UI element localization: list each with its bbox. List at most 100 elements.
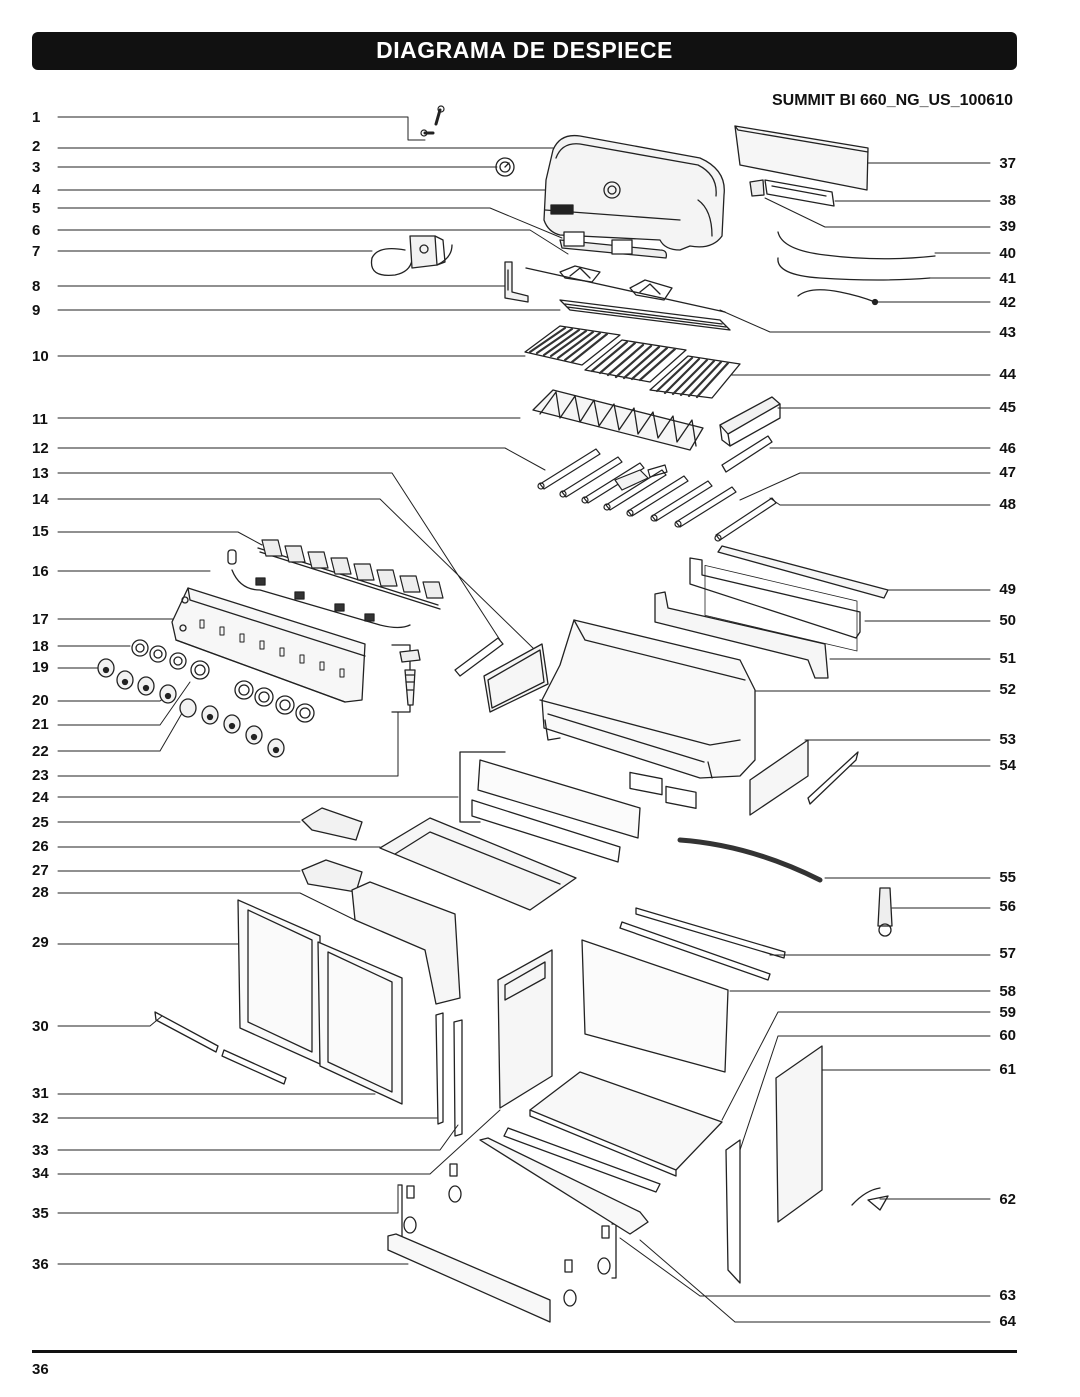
callout-8: 8: [32, 278, 41, 295]
page-title: DIAGRAMA DE DESPIECE: [376, 37, 673, 63]
part-casters: [397, 1163, 617, 1307]
part-front-rails: [619, 907, 786, 981]
callout-34: 34: [32, 1165, 49, 1182]
part-kick-panels: [387, 1127, 661, 1323]
callout-52: 52: [999, 681, 1016, 698]
callout-35: 35: [32, 1205, 49, 1222]
part-thermometer: [495, 157, 515, 177]
callout-28: 28: [32, 884, 49, 901]
callout-55: 55: [999, 869, 1016, 886]
part-smoker-box: [719, 396, 781, 473]
part-doors: [237, 899, 403, 1105]
part-flavorizer-bars: [532, 389, 704, 451]
page-number: 36: [32, 1361, 49, 1378]
callout-32: 32: [32, 1110, 49, 1127]
part-clip: [851, 1187, 889, 1211]
callout-38: 38: [999, 192, 1016, 209]
callout-19: 19: [32, 659, 49, 676]
callout-1: 1: [32, 109, 41, 126]
part-bottom-shelf: [529, 1071, 723, 1177]
callout-39: 39: [999, 218, 1016, 235]
callout-58: 58: [999, 983, 1016, 1000]
part-burners: [537, 448, 777, 542]
part-rotisserie-motor: [370, 235, 453, 277]
callout-49: 49: [999, 581, 1016, 598]
callout-62: 62: [999, 1191, 1016, 1208]
callout-57: 57: [999, 945, 1016, 962]
callout-41: 41: [999, 270, 1016, 287]
part-control-panel: [171, 587, 366, 703]
part-manifold-panels: [459, 739, 859, 863]
part-side-box: [351, 881, 461, 1005]
callout-17: 17: [32, 611, 49, 628]
callout-45: 45: [999, 399, 1016, 416]
callout-12: 12: [32, 440, 49, 457]
callout-56: 56: [999, 898, 1016, 915]
callout-33: 33: [32, 1142, 49, 1159]
callout-4: 4: [32, 181, 41, 198]
callout-31: 31: [32, 1085, 49, 1102]
part-igniter: [391, 644, 421, 713]
callout-63: 63: [999, 1287, 1016, 1304]
leader-lines-left: [57, 116, 606, 1265]
callout-40: 40: [999, 245, 1016, 262]
callout-50: 50: [999, 612, 1016, 629]
callout-26: 26: [32, 838, 49, 855]
callout-53: 53: [999, 731, 1016, 748]
part-bracket: [504, 261, 529, 303]
bottom-rule: [32, 1350, 1017, 1353]
callout-14: 14: [32, 491, 49, 508]
part-right-frame: [725, 1045, 823, 1284]
part-back-panel: [734, 125, 869, 207]
part-manifold: [227, 539, 444, 629]
part-screws: [420, 105, 445, 137]
callout-44: 44: [999, 366, 1016, 383]
callout-11: 11: [32, 411, 48, 428]
callout-59: 59: [999, 1004, 1016, 1021]
callout-15: 15: [32, 523, 49, 540]
callout-51: 51: [999, 650, 1016, 667]
callout-30: 30: [32, 1018, 49, 1035]
part-door-handles: [154, 1011, 287, 1085]
callout-3: 3: [32, 159, 41, 176]
callout-9: 9: [32, 302, 41, 319]
callout-61: 61: [999, 1061, 1016, 1078]
callout-36: 36: [32, 1256, 49, 1273]
callout-2: 2: [32, 138, 41, 155]
callout-46: 46: [999, 440, 1016, 457]
callout-6: 6: [32, 222, 41, 239]
part-bottom-tray: [379, 817, 577, 911]
callout-27: 27: [32, 862, 49, 879]
part-rails: [435, 1012, 463, 1137]
part-deflectors: [454, 637, 549, 713]
model-label: SUMMIT BI 660_NG_US_100610: [772, 92, 1013, 109]
callout-21: 21: [32, 716, 49, 733]
callout-5: 5: [32, 200, 41, 217]
callout-54: 54: [999, 757, 1016, 774]
callout-24: 24: [32, 789, 49, 806]
callout-64: 64: [999, 1313, 1016, 1330]
part-cookbox: [539, 619, 756, 809]
callout-42: 42: [999, 294, 1016, 311]
part-drip-trays: [301, 807, 363, 893]
callout-60: 60: [999, 1027, 1016, 1044]
part-lid: [543, 134, 725, 259]
part-warming-rack: [559, 299, 731, 331]
callout-7: 7: [32, 243, 41, 260]
leader-lines-right: [619, 162, 991, 1323]
title-bar: DIAGRAMA DE DESPIECE: [32, 32, 1017, 70]
part-left-frame: [497, 949, 553, 1109]
callout-25: 25: [32, 814, 49, 831]
callout-13: 13: [32, 465, 49, 482]
part-windscreens: [654, 545, 889, 679]
callout-18: 18: [32, 638, 49, 655]
callout-37: 37: [999, 155, 1016, 172]
callout-48: 48: [999, 496, 1016, 513]
callout-47: 47: [999, 464, 1016, 481]
callout-43: 43: [999, 324, 1016, 341]
callout-20: 20: [32, 692, 49, 709]
callout-22: 22: [32, 743, 49, 760]
part-rotisserie-spit: [525, 265, 726, 313]
part-back-cabinet-panel: [581, 939, 729, 1073]
